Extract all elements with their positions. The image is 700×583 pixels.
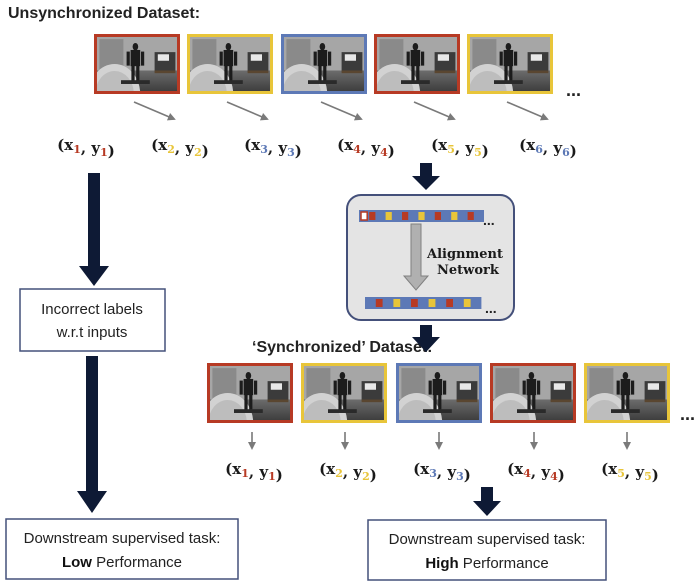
strip-top-cell-6: [402, 212, 409, 220]
unsynchronized-frames: [94, 34, 553, 94]
top-frame-2: [187, 34, 273, 94]
strip-top-ellipsis: ...: [483, 212, 495, 228]
strip-top-cell-4: [385, 212, 392, 220]
strip-bottom-cell-9: [437, 299, 445, 307]
sync-pair-5: (x5, y5): [601, 460, 659, 484]
strip-top-cell-5: [393, 212, 400, 220]
unaligned-sequence-strip: [359, 210, 484, 222]
strip-top-cell-11: [443, 212, 450, 220]
strip-bottom-cell-12: [463, 299, 471, 307]
low-word: Low: [62, 554, 92, 571]
strip-top-cell-12: [451, 212, 458, 220]
alignment-network-panel: ... ... Alignment Network: [346, 194, 515, 321]
sync-pair-4: (x4, y4): [507, 460, 565, 484]
shift-arrow-5: [506, 101, 549, 121]
low-performance-line2: Low Performance: [62, 554, 182, 571]
arrow-out-of-alignment-network: [412, 325, 440, 352]
low-rest: Performance: [92, 554, 182, 571]
sync-frames-ellipsis: ...: [680, 404, 695, 424]
shift-arrow-1: [133, 101, 176, 121]
arrow-to-incorrect-labels: [79, 173, 109, 286]
synchronized-label-arrows: [248, 432, 631, 450]
top-frame-4: [374, 34, 460, 94]
strip-bottom-ellipsis: ...: [485, 300, 497, 316]
top-pair-5: (x5, y5): [431, 136, 489, 160]
sync-frame-1: [207, 363, 293, 423]
top-pair-6: (x6, y6): [519, 136, 577, 160]
strip-top-cell-14: [467, 212, 474, 220]
strip-bottom-cell-13: [472, 299, 480, 307]
sync-pair-1: (x1, y1): [225, 460, 283, 484]
top-pair-4: (x4, y4): [337, 136, 395, 160]
top-frames-ellipsis: ...: [566, 80, 581, 100]
low-performance-box: [5, 518, 239, 580]
top-pair-2: (x2, y2): [151, 136, 209, 160]
aligned-sequence-strip: [365, 297, 482, 309]
top-frame-5: [467, 34, 553, 94]
incorrect-labels-box: [19, 288, 166, 352]
sync-frame-5: [584, 363, 670, 423]
alignment-network-label-line2: Network: [437, 263, 500, 278]
strip-bottom-cell-2: [375, 299, 383, 307]
high-performance-box: [367, 519, 607, 581]
top-frame-1: [94, 34, 180, 94]
high-word: High: [425, 555, 458, 572]
sync-pair-3: (x3, y3): [413, 460, 471, 484]
unsynchronized-shift-arrows: [133, 101, 549, 121]
strip-bottom-cell-10: [446, 299, 453, 307]
strip-top-cell-8: [418, 212, 425, 220]
incorrect-labels-line1: Incorrect labels: [41, 301, 143, 318]
strip-top-cell-9: [426, 212, 433, 220]
strip-top-cell-10: [434, 212, 441, 220]
incorrect-labels-line2: w.r.t inputs: [56, 324, 128, 341]
strip-bottom-cell-5: [402, 299, 409, 307]
sync-frame-2: [301, 363, 387, 423]
strip-top-cell-13: [459, 212, 466, 220]
strip-bottom-cell-1: [367, 299, 374, 307]
shift-arrow-3: [320, 101, 363, 121]
strip-bottom-cell-7: [419, 299, 427, 307]
high-rest: Performance: [459, 555, 549, 572]
unsynchronized-dataset-heading: Unsynchronized Dataset:: [8, 5, 200, 22]
sync-frame-3: [396, 363, 482, 423]
arrow-to-low-performance: [77, 356, 107, 513]
strip-top-cell-15: [475, 212, 482, 220]
sync-frame-4: [490, 363, 576, 423]
shift-arrow-4: [413, 101, 456, 121]
top-pair-1: (x1, y1): [57, 136, 115, 160]
strip-top-cell-2: [369, 212, 376, 220]
alignment-network-label-line1: Alignment: [426, 247, 503, 262]
shift-arrow-2: [226, 101, 269, 121]
arrow-to-high-performance: [473, 487, 501, 516]
low-performance-line1: Downstream supervised task:: [24, 530, 221, 547]
strip-bottom-cell-4: [393, 299, 401, 307]
strip-bottom-cell-6: [411, 299, 418, 307]
synchronized-frames: [207, 363, 670, 423]
sync-pair-2: (x2, y2): [319, 460, 377, 484]
strip-top-cell-7: [410, 212, 417, 220]
strip-bottom-cell-11: [455, 299, 462, 307]
strip-top-cell-1: [360, 211, 368, 221]
synchronized-label-pairs: (x1, y1) (x2, y2) (x3, y3) (x4, y4) (x5, y5): [225, 460, 659, 484]
strip-top-cell-3: [377, 212, 384, 220]
arrow-into-alignment-network: [412, 163, 440, 190]
high-performance-line2: High Performance: [425, 555, 548, 572]
top-pair-3: (x3, y3): [244, 136, 302, 160]
strip-bottom-cell-3: [384, 299, 392, 307]
top-frame-3: [281, 34, 367, 94]
alignment-transform-arrow: [402, 223, 430, 291]
strip-bottom-cell-8: [428, 299, 436, 307]
synchronized-dataset-heading: ‘Synchronized’ Dataset:: [252, 339, 433, 356]
high-performance-line1: Downstream supervised task:: [389, 531, 586, 548]
unsynchronized-label-pairs: (x1, y1) (x2, y2) (x3, y3) (x4, y4) (x5, y5)…: [57, 136, 577, 160]
